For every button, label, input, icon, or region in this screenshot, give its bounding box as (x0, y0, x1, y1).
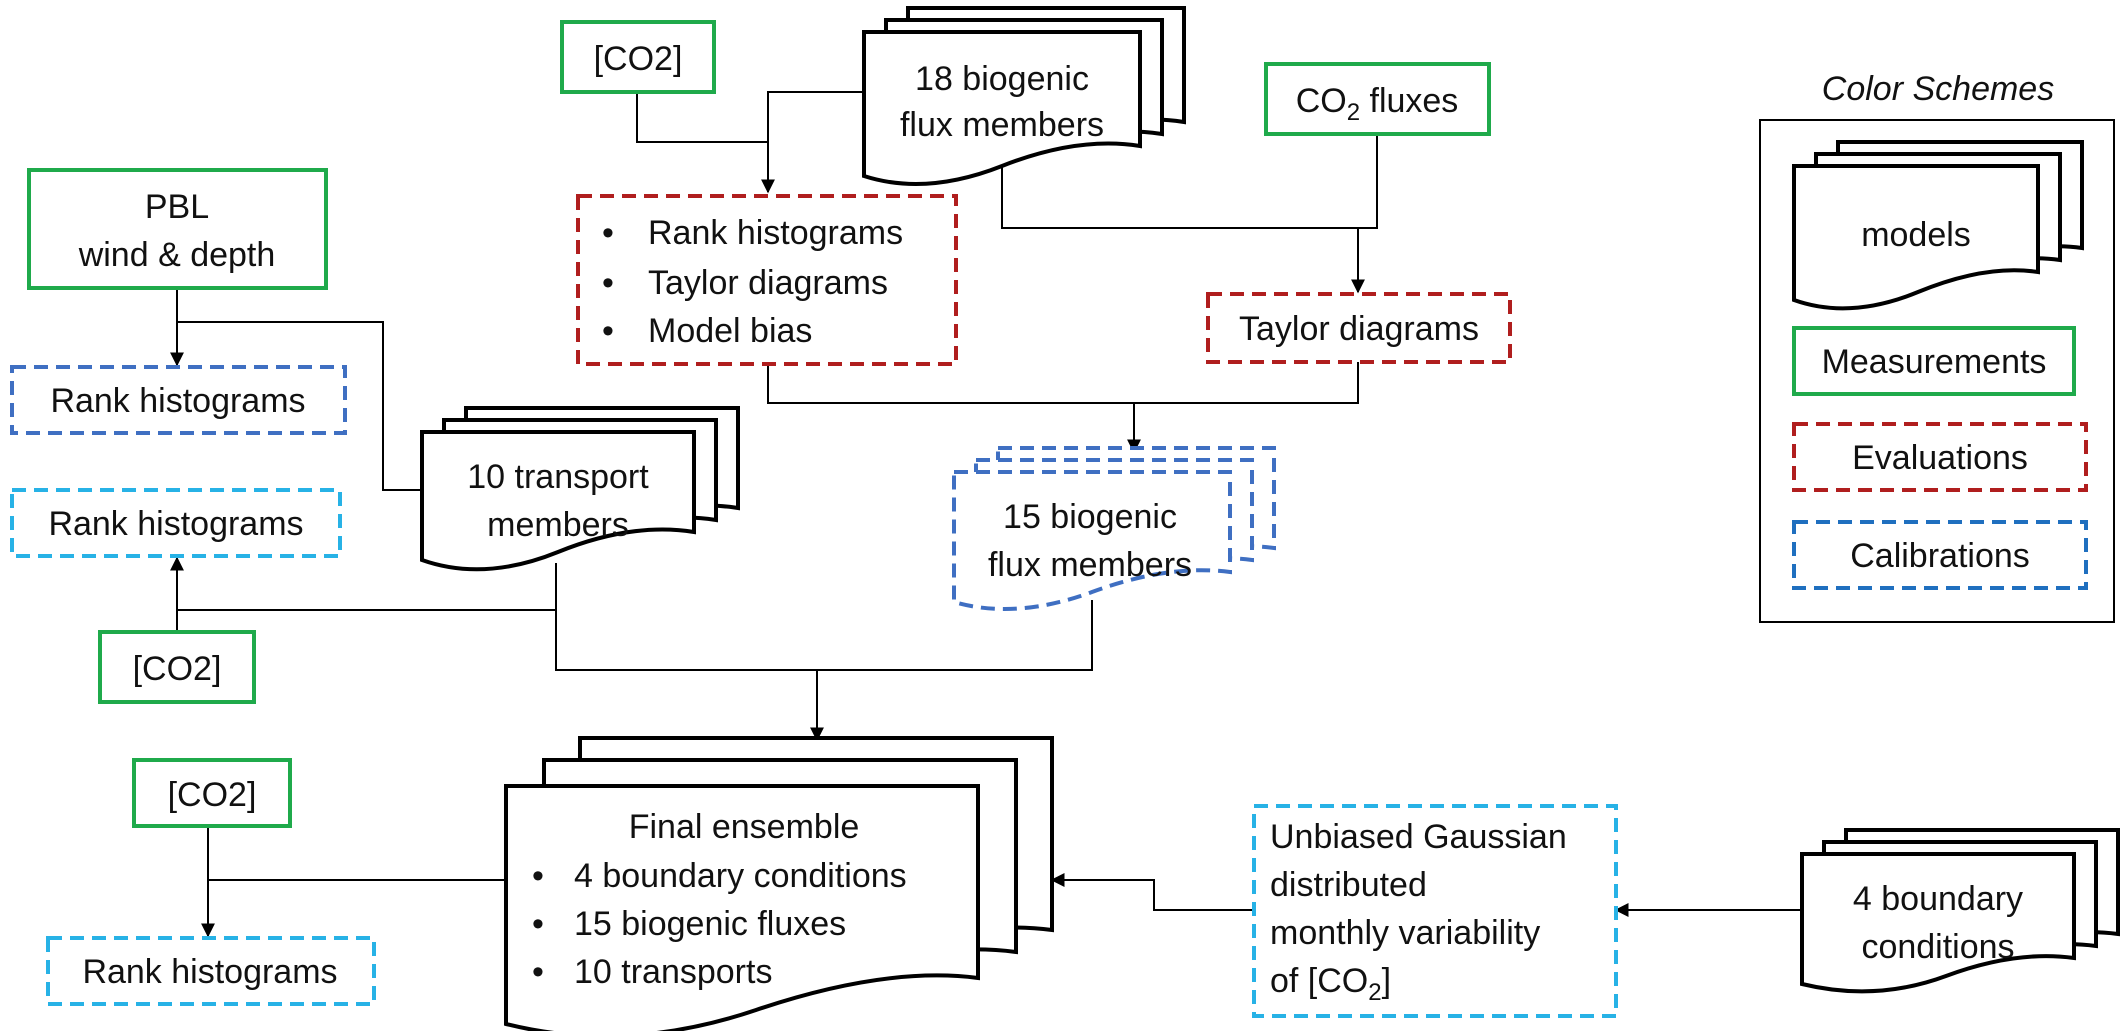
node-co2-top: [CO2] (560, 20, 716, 94)
node-biogenic-18: 18 biogenic flux members (862, 6, 1186, 186)
node-pbl: PBL wind & depth (27, 168, 328, 290)
node-eval-biogenic: • Rank histograms • Taylor diagrams • Mo… (576, 194, 958, 366)
final-ensemble-item: 4 boundary conditions (574, 857, 907, 895)
connectors (170, 91, 1802, 938)
eval-bullet: • (602, 214, 614, 252)
edge-pbl-to-transport (177, 321, 422, 491)
edge-biogenic18-to-eval (761, 91, 864, 194)
edge-transport-to-final (555, 563, 817, 671)
edge-eval-to-biogenic15 (767, 366, 1134, 404)
final-ensemble-bullet: • (532, 905, 544, 943)
eval-bullet: • (602, 312, 614, 350)
node-co2-fluxes: CO2 fluxes (1264, 62, 1491, 136)
legend: Color Schemes models Measurements Evalua… (1759, 70, 2115, 623)
edge-biogenic15-to-final (810, 600, 1093, 742)
node-unbiased-line4: of [CO2] (1270, 962, 1391, 1006)
node-unbiased-line2: distributed (1270, 866, 1427, 904)
final-ensemble-item: 15 biogenic fluxes (574, 905, 846, 943)
legend-measurements: Measurements (1792, 326, 2076, 396)
node-co2-mid-label: [CO2] (133, 650, 222, 688)
legend-models: models (1792, 140, 2084, 311)
node-rank-bottom-label: Rank histograms (82, 953, 337, 991)
eval-bullet: • (602, 264, 614, 302)
legend-calibrations: Calibrations (1792, 520, 2088, 590)
final-ensemble-bullet: • (532, 953, 544, 991)
node-co2-bottom: [CO2] (132, 758, 292, 828)
node-biogenic-15-line1: 15 biogenic (1003, 498, 1177, 536)
node-transport-10: 10 transport members (420, 406, 740, 572)
node-pbl-line2: wind & depth (78, 236, 276, 274)
node-biogenic-18-line2: flux members (900, 106, 1104, 144)
node-transport-10-line2: members (487, 506, 629, 544)
eval-item: Taylor diagrams (648, 264, 888, 302)
node-eval-taylor-label: Taylor diagrams (1239, 310, 1479, 348)
node-unbiased-line1: Unbiased Gaussian (1270, 818, 1567, 856)
node-co2-bottom-label: [CO2] (168, 776, 257, 814)
edge-co2fluxes-to-taylor (1351, 134, 1378, 294)
legend-evaluations-label: Evaluations (1852, 439, 2028, 477)
final-ensemble-item: 10 transports (574, 953, 772, 991)
node-transport-10-line1: 10 transport (467, 458, 649, 496)
node-unbiased: Unbiased Gaussian distributed monthly va… (1252, 804, 1618, 1018)
node-rank-bottom: Rank histograms (46, 936, 376, 1006)
edge-taylor-to-biogenic15 (1127, 362, 1359, 454)
node-final-ensemble-title: Final ensemble (629, 808, 860, 846)
node-co2-top-label: [CO2] (594, 40, 683, 78)
node-boundary-4-line1: 4 boundary (1853, 880, 2023, 918)
node-rank-transport: Rank histograms (10, 488, 342, 558)
edge-unbiased-to-final (1050, 873, 1254, 911)
node-boundary-4: 4 boundary conditions (1800, 828, 2120, 994)
node-pbl-line1: PBL (145, 188, 209, 226)
node-unbiased-line3: monthly variability (1270, 914, 1540, 952)
node-biogenic-15-line2: flux members (988, 546, 1192, 584)
node-boundary-4-line2: conditions (1861, 928, 2014, 966)
legend-evaluations: Evaluations (1792, 422, 2088, 492)
legend-models-label: models (1861, 216, 1971, 254)
node-rank-pbl-label: Rank histograms (50, 382, 305, 420)
node-co2-mid: [CO2] (98, 630, 256, 704)
legend-calibrations-label: Calibrations (1850, 537, 2030, 575)
node-rank-transport-label: Rank histograms (48, 505, 303, 543)
node-co2-fluxes-label: CO2 fluxes (1296, 82, 1459, 126)
final-ensemble-bullet: • (532, 857, 544, 895)
edge-biogenic18-to-taylor (1001, 158, 1358, 229)
node-eval-taylor: Taylor diagrams (1206, 292, 1512, 364)
node-rank-pbl: Rank histograms (10, 365, 347, 435)
eval-item: Rank histograms (648, 214, 903, 252)
legend-title: Color Schemes (1822, 70, 2054, 108)
node-biogenic-18-line1: 18 biogenic (915, 60, 1089, 98)
node-final-ensemble: Final ensemble • 4 boundary conditions •… (504, 736, 1054, 1031)
eval-item: Model bias (648, 312, 812, 350)
node-biogenic-15: 15 biogenic flux members (952, 446, 1276, 612)
edge-co2-top-to-eval (636, 92, 768, 143)
legend-measurements-label: Measurements (1822, 343, 2047, 381)
